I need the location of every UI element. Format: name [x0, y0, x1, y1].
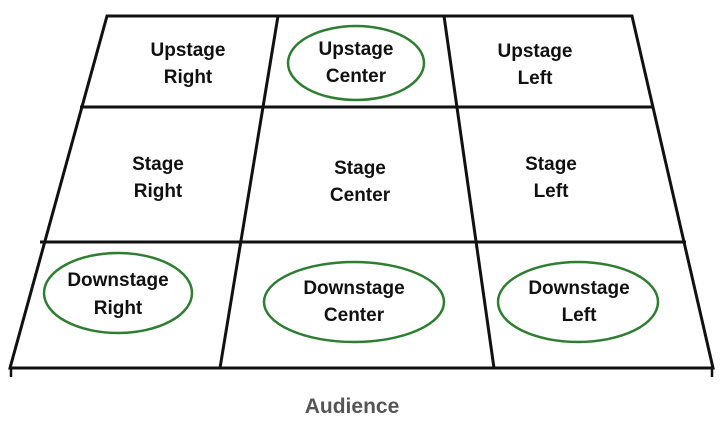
column-divider-left	[218, 15, 280, 369]
downstage-center-label-line-1: Downstage	[303, 278, 404, 299]
downstage-right-circle	[42, 251, 194, 335]
downstage-center-label-line-2: Center	[324, 305, 385, 326]
stage-right-label-line-1: Stage	[132, 154, 184, 175]
downstage-left-label-line-2: Left	[562, 305, 598, 326]
upstage-center-label-line-1: Upstage	[319, 39, 394, 60]
column-divider-right	[442, 15, 496, 369]
upstage-right-label-line-2: Right	[164, 67, 213, 88]
downstage-left-circle	[496, 260, 660, 344]
stage-center-label-line-2: Center	[330, 185, 391, 206]
audience-label: Audience	[305, 395, 400, 418]
stage-left-label-line-2: Left	[534, 181, 570, 202]
downstage-left-label-line-1: Downstage	[528, 278, 629, 299]
downstage-center-circle	[262, 260, 446, 344]
upstage-center-circle	[286, 24, 426, 102]
stage-center-label-line-1: Stage	[334, 158, 386, 179]
downstage-right-label-line-1: Downstage	[67, 270, 168, 291]
stage-left-label-line-1: Stage	[525, 154, 577, 175]
upstage-center-label-line-2: Center	[326, 66, 387, 87]
circles-layer	[42, 24, 660, 344]
upstage-right-label-line-1: Upstage	[151, 40, 226, 61]
downstage-right-label-line-2: Right	[94, 298, 143, 319]
upstage-left-label-line-2: Left	[518, 68, 554, 89]
stage-right-label-line-2: Right	[134, 181, 183, 202]
upstage-left-label-line-1: Upstage	[498, 41, 573, 62]
